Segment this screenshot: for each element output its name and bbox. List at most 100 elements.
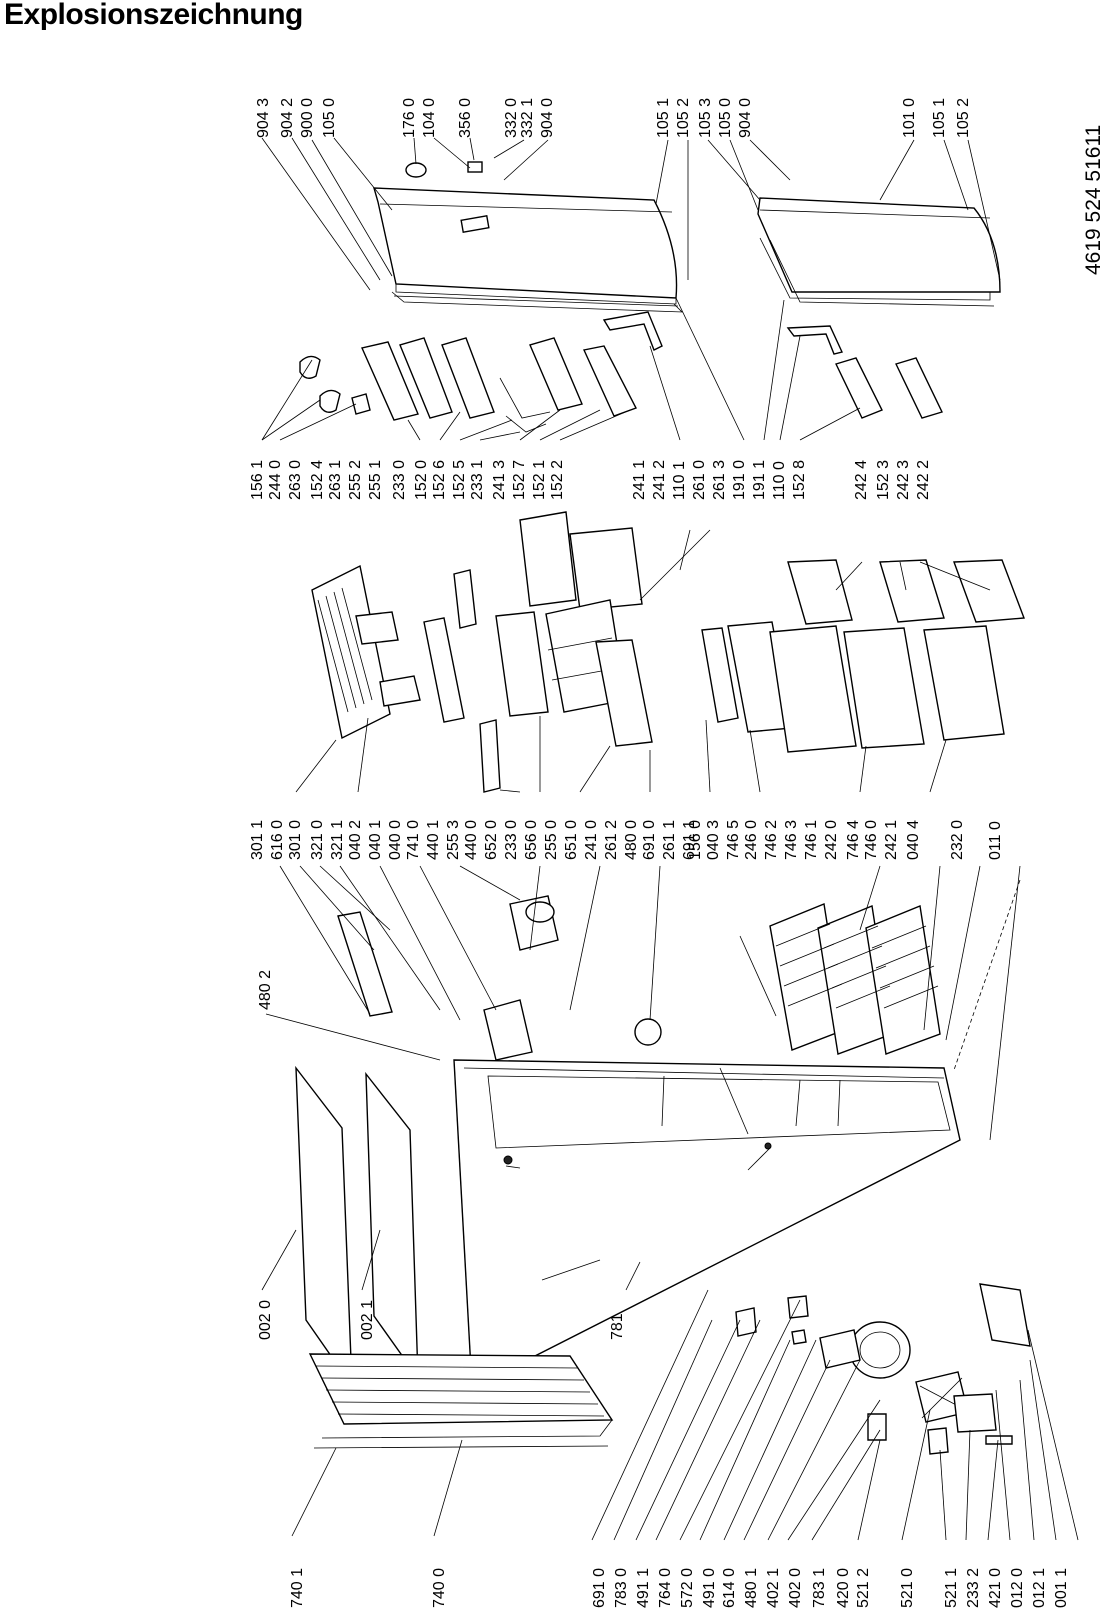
document-number: 4619 524 51611 — [1082, 125, 1105, 275]
part-label: 321 1 — [329, 820, 346, 860]
part-label: 233 1 — [469, 460, 486, 500]
part-label: 241 0 — [583, 820, 600, 860]
part-label: 356 0 — [457, 98, 474, 138]
part-label: 746 3 — [783, 820, 800, 860]
part-label: 691 0 — [591, 1568, 608, 1608]
part-label: 301 0 — [287, 820, 304, 860]
part-label: 301 1 — [249, 820, 266, 860]
condenser — [308, 1353, 614, 1449]
part-label: 656 0 — [523, 820, 540, 860]
part-label: 242 0 — [823, 820, 840, 860]
part-label: 904 0 — [539, 98, 556, 138]
cover-plate — [979, 1283, 1031, 1347]
freezer-door — [757, 197, 1001, 307]
logo-badge — [405, 162, 427, 178]
part-label: 904 3 — [255, 98, 272, 138]
part-label: 152 6 — [431, 460, 448, 500]
part-label: 191 0 — [731, 460, 748, 500]
fan-wheel — [634, 1018, 662, 1046]
part-label: 040 3 — [705, 820, 722, 860]
freezer-grids — [769, 903, 941, 1055]
part-label: 242 3 — [895, 460, 912, 500]
fridge-door — [373, 161, 684, 313]
part-label: 241 1 — [631, 460, 648, 500]
door-handle-recess — [460, 215, 490, 233]
fan-assembly — [337, 895, 662, 1061]
part-label: 105 1 — [655, 98, 672, 138]
part-label: 746 2 — [763, 820, 780, 860]
part-label: 232 0 — [949, 820, 966, 860]
side-panels — [295, 1065, 419, 1389]
part-label: 740 0 — [431, 1568, 448, 1608]
part-label: 001 1 — [1053, 1568, 1070, 1608]
part-label: 233 0 — [391, 460, 408, 500]
part-label: 521 1 — [943, 1568, 960, 1608]
part-label: 691 0 — [641, 820, 658, 860]
part-label: 440 1 — [425, 820, 442, 860]
display-panel — [467, 161, 483, 173]
compressor-assembly — [735, 1283, 1031, 1455]
part-label: 764 0 — [657, 1568, 674, 1608]
part-label: 241 3 — [491, 460, 508, 500]
part-label: 002 1 — [359, 1300, 376, 1340]
part-label: 244 0 — [267, 460, 284, 500]
part-label: 105 0 — [321, 98, 338, 138]
part-label: 012 0 — [1009, 1568, 1026, 1608]
part-label: 491 1 — [635, 1568, 652, 1608]
part-label: 651 0 — [563, 820, 580, 860]
part-label: 242 4 — [853, 460, 870, 500]
part-label: 421 0 — [987, 1568, 1004, 1608]
part-label: 402 0 — [787, 1568, 804, 1608]
part-label: 521 2 — [855, 1568, 872, 1608]
part-label: 614 0 — [721, 1568, 738, 1608]
part-label: 332 1 — [519, 98, 536, 138]
part-label: 321 0 — [309, 820, 326, 860]
part-label: 101 0 — [901, 98, 918, 138]
part-label: 110 0 — [771, 461, 788, 500]
part-label: 572 0 — [679, 1568, 696, 1608]
part-label: 263 1 — [327, 460, 344, 500]
page-title: Explosionszeichnung — [4, 0, 303, 31]
part-label: 904 0 — [737, 98, 754, 138]
part-label: 491 0 — [701, 1568, 718, 1608]
part-label: 040 2 — [347, 820, 364, 860]
part-label: 652 0 — [483, 820, 500, 860]
part-label: 152 3 — [875, 460, 892, 500]
part-label: 241 2 — [651, 460, 668, 500]
part-label: 255 0 — [543, 820, 560, 860]
part-label: 104 0 — [421, 98, 438, 138]
part-label: 233 2 — [965, 1568, 982, 1608]
part-label: 040 4 — [905, 820, 922, 860]
part-label: 191 1 — [751, 460, 768, 500]
part-label: 402 1 — [765, 1568, 782, 1608]
part-label: 741 0 — [405, 820, 422, 860]
part-label: 480 0 — [623, 820, 640, 860]
part-label: 110 1 — [671, 461, 688, 500]
part-label: 255 3 — [445, 820, 462, 860]
part-label: 332 0 — [503, 98, 520, 138]
part-label: 746 4 — [845, 820, 862, 860]
part-label: 242 1 — [883, 820, 900, 860]
part-label: 105 1 — [931, 98, 948, 138]
leader-lines — [261, 137, 1079, 1541]
part-label: 012 1 — [1031, 1568, 1048, 1608]
part-label: 011 0 — [987, 821, 1004, 860]
part-label: 746 1 — [803, 820, 820, 860]
part-label: 156 0 — [687, 820, 704, 860]
part-label: 152 5 — [451, 460, 468, 500]
part-label: 783 0 — [613, 1568, 630, 1608]
part-label: 746 0 — [863, 820, 880, 860]
part-label: 176 0 — [401, 98, 418, 138]
part-label: 691 1 — [681, 820, 698, 860]
shelves-and-drawers — [311, 511, 1025, 793]
part-label: 152 7 — [511, 460, 528, 500]
part-label: 233 0 — [503, 820, 520, 860]
part-label: 105 0 — [717, 98, 734, 138]
part-label: 246 0 — [743, 820, 760, 860]
part-label: 105 3 — [697, 98, 714, 138]
part-label: 002 0 — [257, 1300, 274, 1340]
part-label: 040 0 — [387, 820, 404, 860]
part-label: 440 0 — [463, 820, 480, 860]
part-label: 900 0 — [299, 98, 316, 138]
part-label: 783 1 — [811, 1568, 828, 1608]
